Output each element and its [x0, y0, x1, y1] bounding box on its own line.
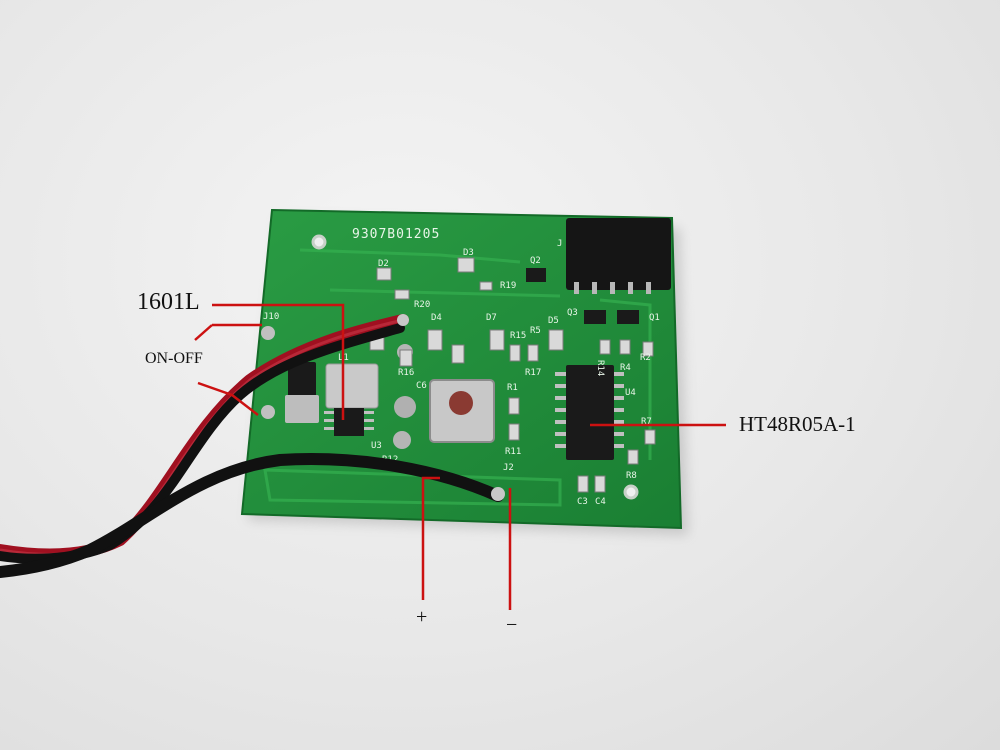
line-onoff-top	[194, 324, 213, 341]
line-onoff-bottom	[197, 381, 259, 416]
svg-text:C3: C3	[577, 497, 588, 507]
svg-text:R8: R8	[626, 471, 637, 481]
svg-text:J10: J10	[263, 312, 279, 322]
line-plus	[421, 476, 440, 600]
svg-text:J: J	[557, 239, 562, 249]
label-ht48r05a: HT48R05A-1	[739, 412, 856, 436]
svg-text:R1: R1	[507, 383, 518, 393]
label-on-off: ON-OFF	[145, 350, 203, 367]
svg-text:9307B01205: 9307B01205	[352, 227, 440, 242]
svg-text:D3: D3	[463, 248, 474, 258]
svg-text:D2: D2	[378, 259, 389, 269]
line-1601l	[212, 303, 345, 420]
svg-text:U3: U3	[371, 441, 382, 451]
svg-text:D7: D7	[486, 313, 497, 323]
svg-text:C6: C6	[416, 381, 427, 391]
label-plus: +	[416, 606, 428, 628]
svg-text:U4: U4	[625, 388, 636, 398]
svg-text:Q3: Q3	[567, 308, 578, 318]
ic-1601l	[334, 408, 364, 436]
svg-text:Q1: Q1	[649, 313, 660, 323]
svg-text:R14: R14	[595, 360, 605, 376]
black-wire-b	[0, 453, 504, 578]
svg-text:R11: R11	[505, 447, 521, 457]
connector-j	[566, 218, 671, 290]
label-1601l: 1601L	[137, 289, 200, 315]
svg-text:C4: C4	[595, 497, 606, 507]
svg-text:R19: R19	[500, 281, 516, 291]
svg-text:R20: R20	[414, 300, 430, 310]
svg-text:Q2: Q2	[530, 256, 541, 266]
ic-ht48r05a	[566, 365, 614, 460]
svg-text:R2: R2	[640, 353, 651, 363]
svg-text:R15: R15	[510, 331, 526, 341]
svg-text:R16: R16	[398, 368, 414, 378]
label-minus: −	[506, 614, 518, 636]
svg-text:D4: D4	[431, 313, 442, 323]
svg-text:R4: R4	[620, 363, 631, 373]
svg-text:D5: D5	[548, 316, 559, 326]
svg-text:R17: R17	[525, 368, 541, 378]
svg-text:R7: R7	[641, 417, 652, 427]
svg-text:J2: J2	[503, 463, 514, 473]
svg-text:R5: R5	[530, 326, 541, 336]
